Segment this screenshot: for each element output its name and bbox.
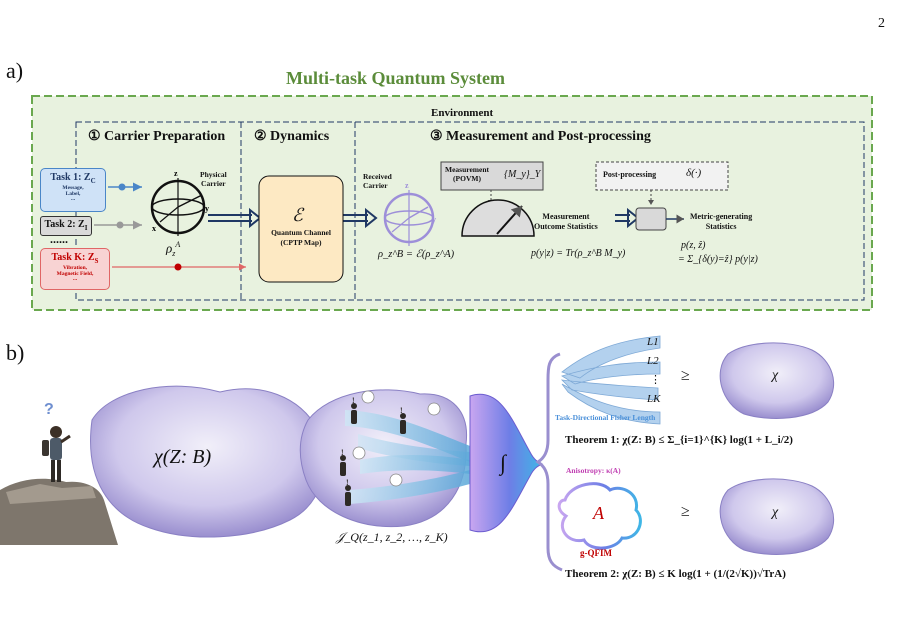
small-people-icon: ! ! ! !	[340, 390, 441, 506]
postproc-symbol: δ(·)	[686, 167, 702, 179]
metric-stats-line2: Statistics	[705, 222, 737, 231]
taskk-desc-2: Magnetic Field,	[56, 271, 94, 277]
chi-small-bottom: χ	[772, 505, 779, 520]
measurement-box-line2: (POVM)	[453, 174, 481, 183]
physical-carrier-line2: Carrier	[201, 179, 226, 188]
panel-b-illustration: ! ! ! !	[0, 335, 835, 572]
dynamics-label: ② Dynamics	[254, 129, 330, 144]
svg-text:!: !	[352, 396, 355, 405]
integral-symbol: ∫	[500, 450, 507, 475]
panel-b-label: b)	[6, 340, 25, 365]
received-carrier-label: Received Carrier	[363, 172, 392, 190]
rho-a: ρzA	[166, 240, 181, 258]
measurement-box-line1: Measurement	[445, 165, 490, 174]
panel-a-title: Multi-task Quantum System	[286, 68, 506, 88]
received-bloch-icon: z y	[383, 181, 436, 246]
chi-big: χ(Z: B)	[154, 446, 212, 468]
rho-b-formula: ρ_z^B = ℰ(ρ_z^A)	[378, 249, 455, 260]
fisher-fan	[560, 335, 661, 425]
physical-carrier-line1: Physical	[200, 170, 227, 179]
l-dots: ⋮	[650, 374, 661, 386]
svg-text:!: !	[400, 406, 403, 415]
channel-box	[258, 175, 344, 283]
panel-a-label: a)	[6, 58, 24, 83]
task2-box: Task 2: ZI	[40, 216, 92, 236]
measurement-box-label: Measurement (POVM)	[445, 165, 489, 183]
chi-landscape-bottom	[719, 478, 835, 555]
lk-label: LK	[647, 393, 661, 405]
povm-set: {M_y}_Y	[504, 169, 541, 180]
task1-box: Task 1: ZC Message, Label, ...	[40, 168, 106, 212]
metric-stats-line1: Metric-generating	[690, 212, 753, 221]
task1-label: Task 1: Z	[50, 172, 91, 183]
metric-stats-label: Metric-generating Statistics	[690, 212, 752, 232]
channel-symbol: ℰ	[292, 205, 303, 225]
anisotropy-label: Anisotropy: κ(A)	[566, 466, 621, 475]
gqfim-label: g-QFIM	[580, 548, 612, 558]
svg-text:z: z	[174, 169, 178, 178]
environment-box	[75, 121, 865, 301]
page-number: 2	[878, 16, 885, 31]
taskk-box: Task K: ZS Vibration, Magnetic Field, ..…	[40, 248, 110, 290]
task2-label: Task 2: Z	[44, 219, 85, 230]
svg-text:!: !	[341, 448, 344, 457]
svg-text:y: y	[432, 215, 436, 224]
postproc-label: Post-processing	[603, 170, 657, 179]
panel-a-diagram: z y x z y	[31, 95, 873, 311]
svg-text:!: !	[346, 478, 349, 487]
postproc-block	[635, 207, 667, 231]
environment-label: Environment	[431, 107, 494, 119]
system-box	[31, 95, 873, 311]
geq-top: ≥	[681, 367, 690, 384]
taskk-label: Task K: Z	[51, 252, 95, 263]
fisher-caption: Task-Directional Fisher Length	[555, 413, 656, 422]
taskk-sub: S	[94, 257, 99, 265]
bloch-sphere-icon: z y x	[150, 169, 209, 236]
outcome-stats-line2: Outcome Statistics	[534, 222, 598, 231]
physical-carrier-label: Physical Carrier	[200, 170, 227, 188]
taskk-desc-3: ...	[72, 276, 78, 282]
chi-landscape-top	[719, 342, 835, 419]
task-ellipsis: ......	[50, 232, 68, 246]
svg-text:y: y	[205, 204, 209, 213]
l1-label: L1	[647, 336, 659, 348]
svg-text:x: x	[152, 224, 156, 233]
anisotropy-blob	[557, 482, 642, 550]
pz-formula-2: = Σ_{δ(y)=ẑ} p(y|z)	[678, 254, 758, 265]
a-symbol: A	[593, 503, 604, 523]
channel-label-line2: (CPTP Map)	[280, 238, 322, 247]
outcome-stats-label: Measurement Outcome Statistics	[534, 212, 598, 232]
geq-bottom: ≥	[681, 503, 690, 520]
task1-desc-1: Message,	[62, 185, 84, 191]
svg-text:z: z	[405, 181, 409, 190]
person-icon	[42, 426, 71, 482]
task2-sub: I	[84, 224, 88, 232]
question-mark: ?	[44, 401, 54, 418]
pz-formula-1: p(z, ẑ)	[681, 240, 706, 251]
outcome-stats-line1: Measurement	[542, 212, 590, 221]
theorem2: Theorem 2: χ(Z: B) ≤ K log(1 + (1/(2√K))…	[565, 568, 786, 580]
received-carrier-line1: Received	[363, 172, 392, 181]
brace	[535, 352, 563, 572]
received-carrier-line2: Carrier	[363, 181, 388, 190]
theorem1: Theorem 1: χ(Z: B) ≤ Σ_{i=1}^{K} log(1 +…	[565, 434, 793, 446]
carrier-prep-label: ① Carrier Preparation	[88, 129, 226, 144]
channel-label: Quantum Channel (CPTP Map)	[260, 228, 342, 248]
chi-small-top: χ	[772, 368, 779, 383]
task1-desc-2: Label,	[65, 191, 81, 197]
l2-label: L2	[647, 355, 659, 367]
channel-label-line1: Quantum Channel	[271, 228, 331, 237]
p-formula: p(y|z) = Tr(ρ_z^B M_y)	[531, 248, 626, 259]
measurement-post-label: ③ Measurement and Post-processing	[430, 129, 651, 144]
task1-desc-3: ...	[70, 196, 76, 202]
jq-formula: 𝒥_Q(z_1, z_2, …, z_K)	[336, 530, 448, 544]
meter-icon	[461, 199, 535, 237]
taskk-desc-1: Vibration,	[62, 265, 88, 271]
task1-sub: C	[90, 177, 96, 185]
